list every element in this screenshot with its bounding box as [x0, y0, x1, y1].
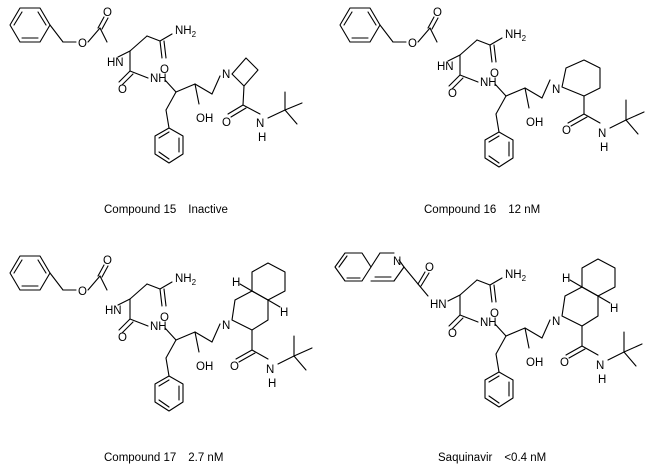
atom-o-carbonyl: O [425, 262, 434, 274]
structure-compound-16: O O HN NH2 O O NH OH N O N H Compound 16… [339, 7, 645, 216]
atom-o: O [448, 328, 457, 340]
atom-nh-amide: NH [480, 317, 497, 329]
atom-o-tbu-amide: O [222, 117, 231, 129]
atom-o-ester: O [78, 286, 87, 298]
atom-nh-amide: NH [150, 321, 167, 333]
atom-o: O [448, 88, 457, 100]
atom-o: O [118, 332, 127, 344]
atom-nh2: NH2 [505, 269, 527, 283]
atom-n-quinoline: N [393, 256, 401, 268]
atom-oh: OH [526, 357, 543, 369]
atom-o-tbu-amide: O [560, 357, 569, 369]
atom-nh2: NH2 [175, 25, 197, 39]
atom-h-ring-2: H [610, 303, 618, 315]
structure-compound-15: O O HN NH2 O O NH OH N O N H Compound 15… [9, 7, 303, 216]
atom-nh: HN [107, 57, 124, 69]
atom-o-amide: O [160, 312, 169, 324]
atom-o-amide: O [490, 68, 499, 80]
atom-oh: OH [526, 117, 543, 129]
atom-o-tbu-amide: O [230, 361, 239, 373]
atom-n-ring: N [552, 316, 560, 328]
atom-oh: OH [196, 361, 213, 373]
atom-h-ring-1: H [562, 273, 570, 285]
atom-h-ring-1: H [232, 277, 240, 289]
atom-h-tbu: H [268, 378, 276, 390]
atom-h-tbu: H [600, 142, 608, 154]
atom-o-carbonyl: O [433, 7, 442, 19]
atom-nh: HN [430, 299, 447, 311]
atom-o-ester: O [78, 38, 87, 50]
caption-saquinavir: Saquinavir<0.4 nM [438, 452, 546, 464]
atom-nh: HN [105, 305, 122, 317]
atom-n-tbu: N [266, 364, 274, 376]
atom-o-ester: O [408, 38, 417, 50]
atom-o: O [118, 84, 127, 96]
atom-nh2: NH2 [505, 29, 527, 43]
atom-h-tbu: H [598, 374, 606, 386]
atom-o-amide: O [490, 308, 499, 320]
atom-nh: HN [437, 61, 454, 73]
atom-h-tbu: H [258, 132, 266, 144]
structure-saquinavir: N O HN NH2 O O NH OH N H H O N H Saquina… [334, 252, 643, 464]
atom-n-ring: N [552, 84, 560, 96]
atom-o-carbonyl: O [103, 255, 112, 267]
atom-n-tbu: N [256, 118, 264, 130]
atom-nh2: NH2 [175, 273, 197, 287]
atom-o-amide: O [160, 64, 169, 76]
atom-n-ring: N [222, 69, 230, 81]
atom-h-ring-2: H [280, 307, 288, 319]
atom-nh-amide: NH [480, 77, 497, 89]
atom-n-tbu: N [598, 128, 606, 140]
structure-compound-17: O O HN NH2 O O NH OH N H H O N H Compoun… [9, 255, 313, 464]
atom-o-carbonyl: O [103, 7, 112, 19]
atom-o-tbu-amide: O [562, 125, 571, 137]
atom-oh: OH [196, 113, 213, 125]
atom-n-ring: N [222, 320, 230, 332]
atom-nh-amide: NH [150, 73, 167, 85]
atom-n-tbu: N [596, 360, 604, 372]
